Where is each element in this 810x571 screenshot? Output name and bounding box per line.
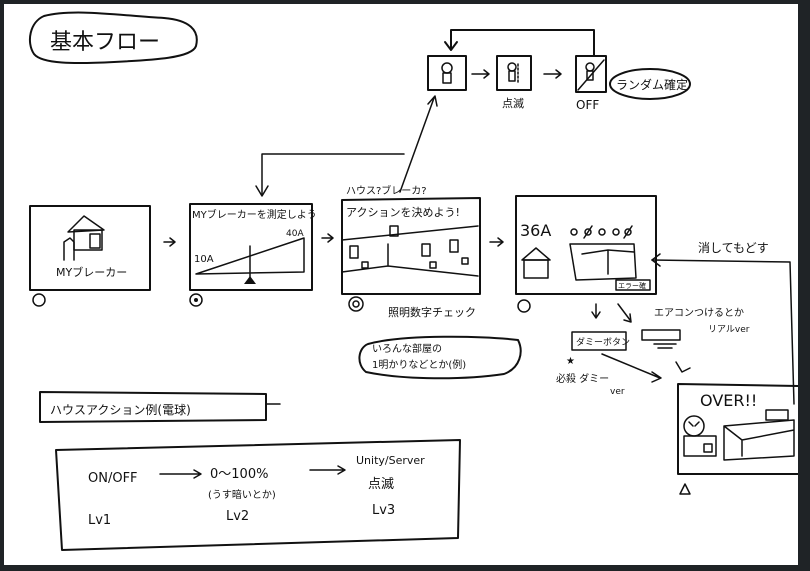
slider-handle[interactable] xyxy=(244,276,256,284)
svg-text:ON/OFF: ON/OFF xyxy=(88,471,138,486)
blink-loop: 点滅 OFF ランダム確定 xyxy=(427,29,691,112)
action-header: ハウス?ブレーカ? xyxy=(346,184,427,197)
window-icon xyxy=(389,225,399,237)
star-icon: ★ xyxy=(566,356,575,367)
svg-text:1明かりなどとか(例): 1明かりなどとか(例) xyxy=(372,358,466,371)
bulb-off-frame xyxy=(575,55,607,93)
measure-title: MYブレーカーを測定しよう xyxy=(192,208,317,221)
mark-double-circle xyxy=(194,298,198,302)
person-icon xyxy=(63,237,75,261)
dummy-button[interactable] xyxy=(571,331,627,351)
rooms-note: いろんな部屋の 1明かりなどとか(例) xyxy=(358,335,522,380)
random-note: ランダム確定 xyxy=(616,77,688,92)
light-switch-icon[interactable] xyxy=(361,261,369,269)
return-note: 消してもどす xyxy=(698,241,769,255)
svg-text:Lv2: Lv2 xyxy=(226,509,249,524)
return-arrow xyxy=(651,259,795,405)
to-loop-arrow xyxy=(399,95,438,193)
screen-over: OVER!! xyxy=(677,383,798,495)
bulb-off-icon xyxy=(577,59,605,91)
screen-breaker: MYブレーカー xyxy=(29,205,151,307)
sketch-sheet: 基本フロー 点滅 OFF ランダム確定 xyxy=(4,4,798,565)
screen-measure: MYブレーカーを測定しよう 40A 10A xyxy=(189,203,317,307)
bulb-on-icon xyxy=(441,62,453,84)
hissatsu-note: 必殺 ダミー xyxy=(556,372,609,385)
svg-text:0〜100%: 0〜100% xyxy=(210,467,268,482)
svg-text:エラー確: エラー確 xyxy=(618,281,646,290)
back-arrow xyxy=(261,153,405,195)
svg-text:Unity/Server: Unity/Server xyxy=(356,454,425,467)
mark-circle xyxy=(32,293,46,307)
page-title: 基本フロー xyxy=(50,30,160,55)
flower-icon xyxy=(348,296,364,312)
house-actions-panel: ハウスアクション例(電球) ON/OFF Lv1 0〜100% (うす暗いとか)… xyxy=(39,391,461,551)
action-title: アクションを決めよう! xyxy=(346,206,460,219)
screen-action: ハウス?ブレーカ? アクションを決めよう! xyxy=(341,184,481,312)
svg-text:(うす暗いとか): (うす暗いとか) xyxy=(208,488,276,501)
radio-icon xyxy=(765,409,789,421)
house-icon xyxy=(521,247,551,261)
error-check-button[interactable] xyxy=(615,279,651,291)
over-title: OVER!! xyxy=(700,391,757,410)
aircon-note: エアコンつけるとか xyxy=(654,307,744,319)
aircon-icon xyxy=(641,329,681,341)
max-label: 40A xyxy=(286,229,304,239)
bulb-blink-frame xyxy=(496,55,532,91)
random-note-bubble xyxy=(609,68,691,100)
svg-text:点滅: 点滅 xyxy=(368,477,394,492)
title-bubble: 基本フロー xyxy=(28,11,198,65)
bulb-blink-icon xyxy=(507,62,519,83)
svg-text:Lv3: Lv3 xyxy=(372,503,395,518)
flow-diagram: 基本フロー 点滅 OFF ランダム確定 xyxy=(28,11,798,551)
blink-label: 点滅 xyxy=(502,97,524,110)
min-label: 10A xyxy=(194,254,214,265)
sad-face-icon xyxy=(683,415,705,437)
real-ver-note: リアルver xyxy=(708,325,750,335)
bulb-row xyxy=(570,225,633,239)
amp-readout: 36A xyxy=(520,221,551,240)
svg-text:Lv1: Lv1 xyxy=(88,513,111,528)
level-2: 0〜100% (うす暗いとか) Lv2 xyxy=(208,467,276,524)
bulb-on-frame xyxy=(427,55,467,91)
light-check-note: 照明数字チェック xyxy=(388,305,476,319)
mark-triangle xyxy=(679,483,691,495)
level-1: ON/OFF Lv1 xyxy=(88,471,138,528)
breaker-label: MYブレーカー xyxy=(56,265,127,279)
house-actions-title: ハウスアクション例(電球) xyxy=(50,403,191,417)
level-3: Unity/Server 点滅 Lv3 xyxy=(356,454,425,518)
svg-text:ダミーボタン: ダミーボタン xyxy=(576,336,630,348)
off-label: OFF xyxy=(576,98,599,112)
screen-play: 36A エラー確 xyxy=(515,195,657,313)
ver-note: ver xyxy=(610,387,625,397)
svg-text:いろんな部屋の: いろんな部屋の xyxy=(372,342,442,355)
breaker-icon xyxy=(89,233,101,249)
